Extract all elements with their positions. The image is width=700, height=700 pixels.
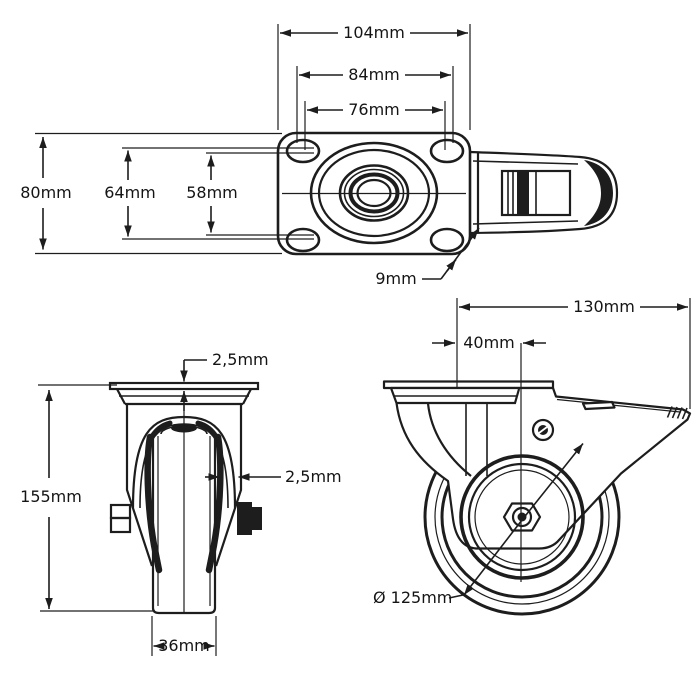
top-view: 104mm 84mm 76mm 80mm 64mm 58mm 9mm [20, 23, 619, 288]
fork-leg-inner-edge [426, 403, 472, 477]
dim-label-swivel-offset: 40mm [463, 333, 515, 352]
brake-release-tab [581, 400, 616, 411]
dim-label-bolt-spacing-inner: 76mm [348, 100, 400, 119]
front-view-dimensions: 155mm 2,5mm 2,5mm 36mm [20, 350, 342, 656]
dim-label-plate-thickness: 2,5mm [212, 350, 269, 369]
leader-arrow [468, 228, 480, 241]
wheel-hub-flange [459, 454, 585, 580]
axle-bolt-right [237, 502, 262, 535]
mounting-hole [429, 138, 465, 164]
fork-outer-left [125, 404, 154, 567]
brake-pedal-outline [469, 150, 619, 235]
bolt-slot [538, 426, 548, 434]
side-view-dimensions: 130mm 40mm Ø 125mm [373, 297, 691, 607]
pedal-end-cap [584, 160, 613, 226]
pedal-tip-rib [666, 406, 673, 418]
brake-pedal-edge [472, 160, 579, 165]
dim-label-wheel-width: 36mm [158, 636, 210, 655]
wheel-hub-inner [474, 469, 570, 565]
kingpin-boss-outer [338, 164, 410, 222]
tread-rib-dark [517, 171, 529, 215]
pedal-tip-rib [671, 406, 678, 419]
diameter-arrow [521, 443, 584, 521]
wheel-bottom [151, 607, 217, 615]
mounting-hole [285, 138, 321, 164]
pedal-tip-rib [681, 407, 688, 420]
dim-label-overall-length: 130mm [573, 297, 635, 316]
leader-line [448, 594, 464, 599]
fork-outer-right [214, 404, 243, 567]
dim-label-overall-height: 155mm [20, 487, 82, 506]
brake-pedal-top-edge [556, 398, 681, 413]
dim-label-depth-spacing-inner: 58mm [186, 183, 238, 202]
wheel-hub [467, 462, 577, 572]
diameter-arrow [463, 519, 523, 596]
pedal-tip-rib [676, 407, 683, 419]
top-view-dimensions: 104mm 84mm 76mm 80mm 64mm 58mm 9mm [20, 23, 480, 288]
swivel-raceway-outer [309, 141, 439, 245]
dim-label-fork-thickness: 2,5mm [285, 467, 342, 486]
axle-nut-left [109, 516, 132, 534]
brake-pedal-edge [472, 220, 579, 225]
mounting-hole [429, 227, 465, 253]
kingpin-boss [343, 168, 405, 218]
axle-hole [517, 512, 527, 522]
front-view: 155mm 2,5mm 2,5mm 36mm [20, 350, 342, 656]
dim-label-bolt-hole: 9mm [375, 269, 416, 288]
dim-label-overall-width: 104mm [343, 23, 405, 42]
kingpin-ring [348, 172, 400, 214]
axle-washer [511, 506, 533, 528]
mounting-hole [285, 227, 321, 253]
dim-label-depth-spacing-outer: 64mm [104, 183, 156, 202]
top-plate [108, 381, 260, 391]
dim-label-bolt-spacing-outer: 84mm [348, 65, 400, 84]
axle-nut-left [109, 503, 132, 520]
dim-label-wheel-diameter: Ø 125mm [373, 588, 452, 607]
swivel-collar-bottom [395, 388, 521, 405]
mounting-plate-outline [276, 131, 472, 256]
dim-label-overall-depth: 80mm [20, 183, 72, 202]
side-view: 130mm 40mm Ø 125mm [373, 297, 692, 616]
kingpin-hole [356, 178, 392, 208]
leader-arrow [446, 259, 457, 272]
swivel-raceway [317, 148, 431, 238]
